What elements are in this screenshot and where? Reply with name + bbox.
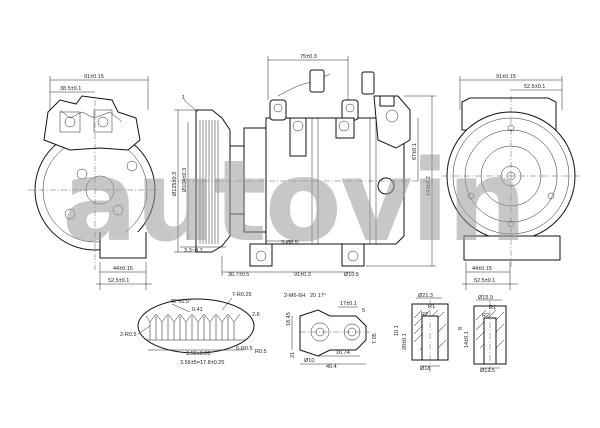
dim-right-top-offset: 52.5±0.1	[524, 84, 545, 90]
dim-mount-offset: 3-Ø8.5	[281, 240, 298, 246]
dim-fitting-b-bottom: Ø12.5	[480, 368, 495, 374]
dim-fitting-b-r2: R2	[482, 313, 489, 319]
dim-groove-angle: 40°±0.5°	[170, 299, 191, 305]
dim-flange-w1: 17±0.1	[340, 301, 357, 307]
dim-radius-left: 2-R0.5	[120, 332, 137, 338]
detail-fitting-a: Ø21.3 R1 R2 10.1 20±0.1 Ø18	[394, 293, 449, 372]
dim-bottom-width: 52.5±0.1	[108, 278, 129, 284]
dim-top-span: 75±0.3	[300, 54, 317, 60]
dim-fitting-a-side: 10.1	[394, 325, 400, 336]
dim-fitting-b-side: 8	[458, 327, 464, 330]
watermark-logo: autovin	[62, 137, 525, 267]
side-view: 75±0.3	[170, 54, 436, 278]
dim-angle: 20 17°	[310, 293, 326, 299]
dim-right-overall-width: 91±0.15	[496, 74, 516, 80]
dim-body-length: 91±0.3	[294, 272, 311, 278]
dim-fitting-b-top: Ø15.9	[478, 295, 493, 301]
dim-overall-width: 91±0.15	[84, 74, 104, 80]
detail-fitting-b: Ø15.9 R1 R2 8 14±0.1 Ø12.5	[458, 295, 507, 374]
dim-offset-top: 38.5±0.1	[60, 86, 81, 92]
dim-fitting-b-h: 14±0.1	[464, 331, 470, 348]
dim-right-bottom-offset: 44±0.15	[472, 266, 492, 272]
detail-pulley-grooves: 40°±0.5° 7-R0.25 0.41 2.6 2-R0.5 6-R0.5 …	[120, 292, 267, 366]
dim-hole-diameter: Ø10.5	[344, 272, 359, 278]
detail-port-flange: 2-M6-6H 20 17° 18.45 17±0.1 5 21 7.05 16…	[284, 293, 378, 370]
left-end-view: 91±0.15 38.5±0.1 44±0.15 52.5±0.1	[28, 74, 160, 290]
dim-diameter-b: Ø125±0.3	[172, 172, 178, 196]
dim-total-grooves: 3.56±5=17.8±0.25	[180, 360, 224, 366]
dim-height-right: 143±0.2	[426, 176, 432, 196]
dim-bottom-offset: 44±0.15	[113, 266, 133, 272]
dim-radius-top: 7-R0.25	[232, 292, 252, 298]
dim-flange-h1: 18.45	[286, 312, 292, 326]
dim-fitting-a-h: 20±0.1	[402, 333, 408, 350]
pulley-grooves	[199, 120, 219, 244]
dim-height-small: 67±0.1	[412, 143, 418, 160]
dim-flange-dia: Ø10	[304, 358, 314, 364]
dim-fitting-b-r1: R1	[489, 305, 496, 311]
dim-pitch: 3.56±0.05	[186, 351, 210, 357]
dim-flange-w2: 5	[362, 308, 365, 314]
dim-groove-spec: 0.41	[192, 307, 203, 313]
dim-pulley-offset: 3.3~0.7	[184, 248, 203, 254]
dim-flange-h3: 7.05	[372, 333, 378, 344]
dim-diameter-a: Ø104±0.3	[182, 168, 188, 192]
dim-fitting-a-r1: R1	[428, 304, 435, 310]
dim-flange-w3: 16.74	[336, 350, 350, 356]
dim-radius-right: 6-R0.5	[236, 346, 253, 352]
dim-fitting-a-r2: R2	[421, 312, 428, 318]
dim-groove-depth: 2.6	[252, 312, 260, 318]
dim-fitting-a-bottom: Ø18	[420, 366, 430, 372]
dim-thread: 2-M6-6H	[284, 293, 305, 299]
dim-flange-h2: 21	[290, 352, 296, 358]
dim-hub-length: 36.7±0.5	[228, 272, 249, 278]
dim-flange-w4: 40.4	[326, 364, 337, 370]
right-end-view: 91±0.15 52.5±0.1 44±0.15 52.5±0.1	[442, 74, 580, 290]
dim-right-bottom-width: 52.5±0.1	[474, 278, 495, 284]
part-number-label: 1	[182, 95, 185, 101]
dim-fitting-a-top: Ø21.3	[418, 293, 433, 299]
dim-pitch-radius: R0.5	[255, 349, 267, 355]
